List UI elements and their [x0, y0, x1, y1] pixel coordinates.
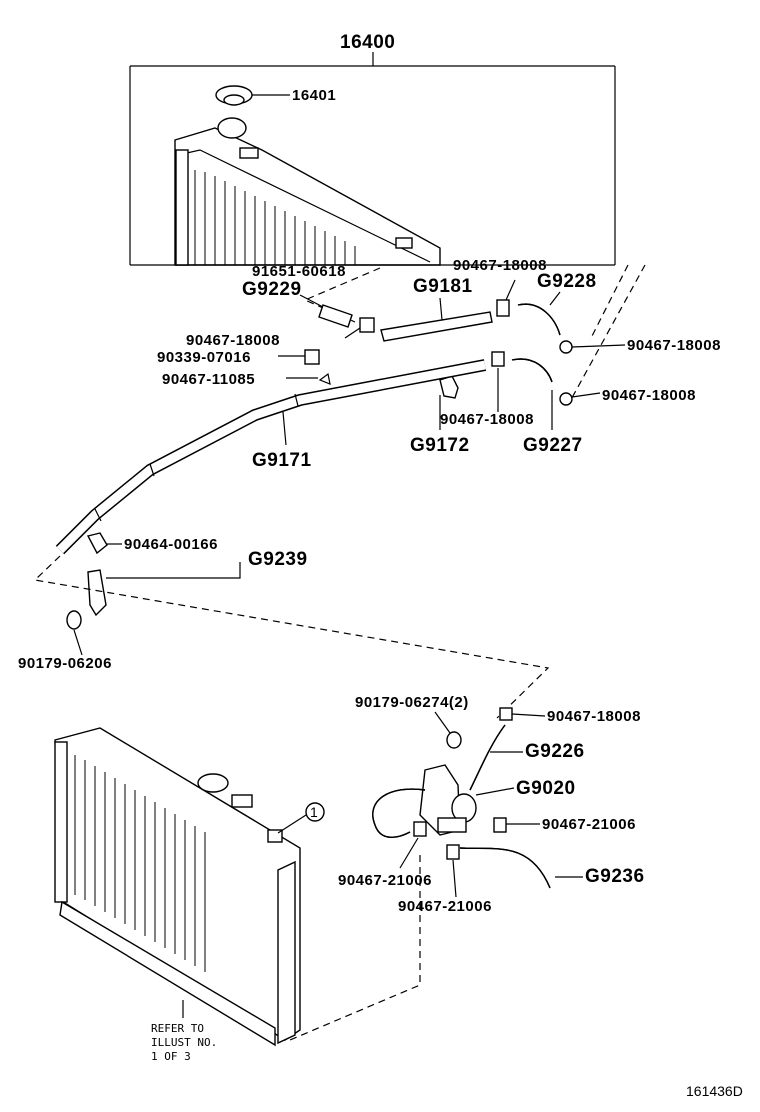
label-g9228: G9228 [537, 271, 597, 292]
label-90339-07016: 90339-07016 [157, 349, 251, 366]
valve-g9020 [419, 764, 477, 836]
label-90467-18008-d: 90467-18008 [602, 387, 696, 404]
label-90467-21006-b: 90467-21006 [398, 898, 492, 915]
nut-90179-06274 [446, 731, 462, 749]
clamp-90467-a [359, 317, 375, 333]
label-16400: 16400 [340, 32, 395, 53]
refer-note-line-3: 1 OF 3 [151, 1050, 191, 1063]
callout-1 [305, 802, 325, 822]
pipe-g9171 [55, 359, 487, 555]
label-90467-11085: 90467-11085 [162, 371, 255, 388]
clamp-90467-c [491, 351, 505, 367]
clip-90464-00166 [86, 532, 108, 555]
label-g9181: G9181 [413, 276, 473, 297]
bracket-g9172 [439, 375, 459, 399]
callout-1-text: 1 [310, 804, 318, 820]
label-g9172: G9172 [410, 435, 470, 456]
radiator-cap [215, 85, 290, 106]
nut-90179-06206 [66, 610, 82, 630]
label-90467-21006-a: 90467-21006 [338, 872, 432, 889]
diagram-code: 161436D [686, 1083, 743, 1099]
label-90179-06274: 90179-06274(2) [355, 694, 469, 711]
label-90467-18008-a: 90467-18008 [186, 332, 280, 349]
label-g9226: G9226 [525, 741, 585, 762]
clip-90467-11085 [318, 372, 331, 385]
refer-note-line-1: REFER TO [151, 1022, 204, 1035]
hose-g9181 [380, 311, 493, 342]
refer-note-line-2: ILLUST NO. [151, 1036, 217, 1049]
label-g9171: G9171 [252, 450, 312, 471]
part-90339-07016 [304, 349, 320, 365]
lower-radiator [54, 727, 301, 1047]
label-90179-06206: 90179-06206 [18, 655, 112, 672]
clamp-90467-b [559, 340, 573, 354]
label-g9227: G9227 [523, 435, 583, 456]
label-g9229: G9229 [242, 279, 302, 300]
label-90467-21006-c: 90467-21006 [542, 816, 636, 833]
bracket-g9239 [87, 569, 107, 617]
clamp-90467-top [496, 299, 510, 317]
label-g9239: G9239 [248, 549, 308, 570]
clamp-90467-21006-a [413, 821, 427, 837]
label-90467-18008-e: 90467-18008 [547, 708, 641, 725]
label-90467-18008-b: 90467-18008 [627, 337, 721, 354]
clamp-90467-21006-c [493, 817, 507, 833]
clamp-90467-21006-b [446, 844, 460, 860]
label-g9236: G9236 [585, 866, 645, 887]
hose-g9229 [318, 304, 353, 328]
label-g9020: G9020 [516, 778, 576, 799]
label-90467-18008-top: 90467-18008 [453, 257, 547, 274]
clamp-90467-d [559, 392, 573, 406]
assembly-bracket [129, 52, 616, 265]
label-91651-60618: 91651-60618 [252, 263, 346, 280]
clamp-90467-e [499, 707, 513, 721]
label-90464-00166: 90464-00166 [124, 536, 218, 553]
label-90467-18008-c: 90467-18008 [440, 411, 534, 428]
label-16401: 16401 [292, 87, 336, 104]
upper-radiator [174, 117, 441, 266]
